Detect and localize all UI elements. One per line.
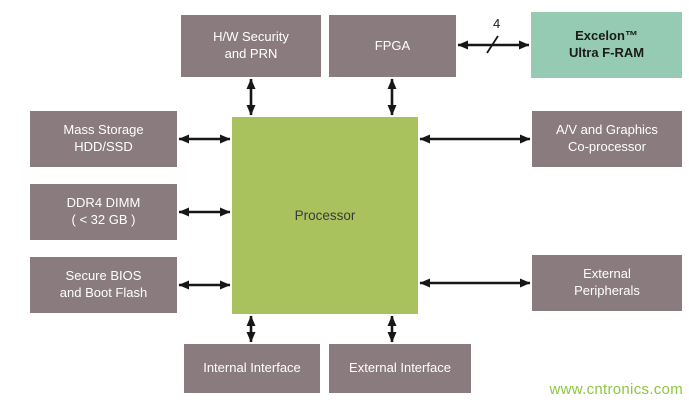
block-hw-security: H/W Security and PRN bbox=[181, 15, 321, 77]
bus-width-annotation: 4 bbox=[457, 16, 530, 54]
watermark-url: www.cntronics.com bbox=[549, 381, 683, 398]
block-av-graphics-coprocessor: A/V and Graphics Co-processor bbox=[532, 111, 682, 167]
block-ddr4-dimm: DDR4 DIMM ( < 32 GB ) bbox=[30, 184, 177, 240]
bus-width-label: 4 bbox=[493, 16, 500, 31]
block-external-peripherals: External Peripherals bbox=[532, 255, 682, 311]
block-processor: Processor bbox=[232, 117, 418, 314]
block-secure-bios: Secure BIOS and Boot Flash bbox=[30, 257, 177, 313]
block-internal-interface: Internal Interface bbox=[184, 344, 320, 393]
block-mass-storage: Mass Storage HDD/SSD bbox=[30, 111, 177, 167]
bus-width-slash bbox=[486, 35, 499, 54]
block-excelon-ultra-fram: Excelon™ Ultra F-RAM bbox=[531, 12, 682, 78]
block-external-interface: External Interface bbox=[329, 344, 471, 393]
block-fpga: FPGA bbox=[329, 15, 456, 77]
